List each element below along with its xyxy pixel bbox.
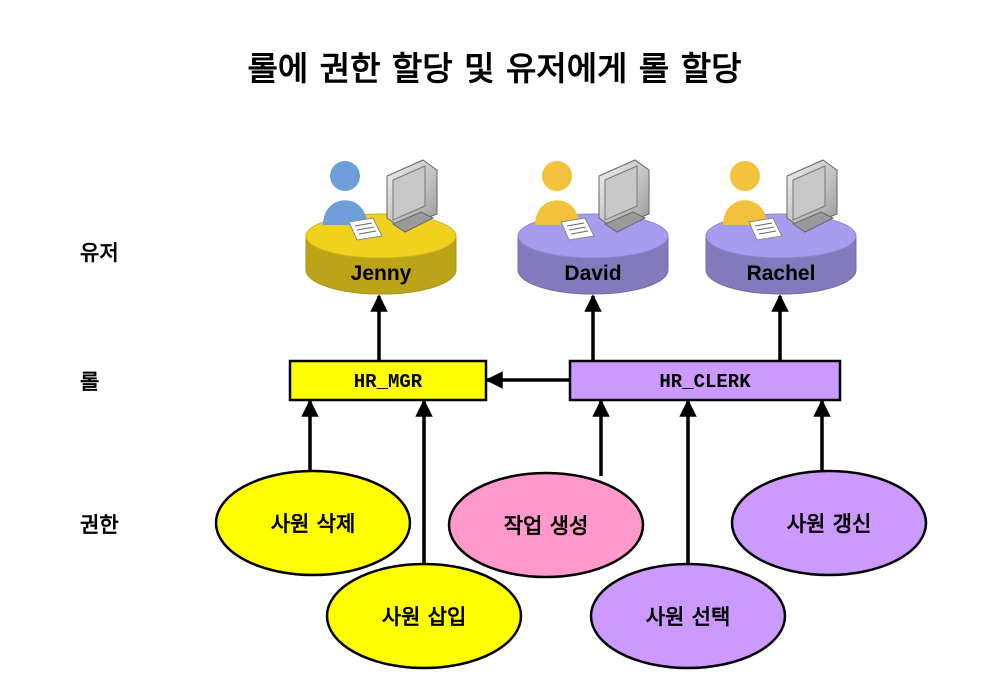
privilege-label: 사원 선택	[646, 605, 731, 629]
person-icon	[723, 200, 767, 225]
person-head-icon	[542, 161, 572, 191]
person-icon	[323, 200, 367, 225]
privilege-label: 사원 삭제	[271, 512, 356, 536]
privilege-label: 사원 갱신	[787, 512, 872, 536]
privilege-update-employee: 사원 갱신	[730, 469, 928, 577]
privilege-insert-employee: 사원 삽입	[325, 562, 523, 670]
computer-monitor-icon	[786, 159, 838, 233]
privilege-label: 작업 생성	[504, 514, 589, 538]
row-label-roles: 롤	[80, 370, 100, 394]
person-head-icon	[730, 161, 760, 191]
user-name-label: Rachel	[747, 262, 816, 285]
row-label-privileges: 권한	[80, 513, 119, 537]
user-jenny: Jenny	[305, 159, 457, 295]
user-name-label: Jenny	[351, 262, 412, 285]
user-david: David	[517, 159, 669, 295]
computer-monitor-icon	[386, 159, 438, 233]
role-label-hr-clerk: HR_CLERK	[659, 371, 751, 393]
role-label-hr-mgr: HR_MGR	[354, 371, 423, 393]
user-name-label: David	[564, 262, 621, 285]
computer-monitor-icon	[598, 159, 650, 233]
row-label-users: 유저	[80, 241, 119, 265]
privilege-create-job: 작업 생성	[447, 471, 645, 579]
role-hr-clerk: HR_CLERK	[568, 359, 842, 402]
user-rachel: Rachel	[705, 159, 857, 295]
privilege-select-employee: 사원 선택	[589, 562, 787, 670]
connectors	[301, 294, 831, 566]
person-icon	[535, 200, 579, 225]
person-head-icon	[330, 161, 360, 191]
page-title: 롤에 권한 할당 및 유저에게 롤 할당	[247, 49, 742, 88]
role-hr-mgr: HR_MGR	[288, 359, 488, 402]
privilege-delete-employee: 사원 삭제	[214, 469, 412, 577]
privilege-label: 사원 삽입	[382, 605, 467, 629]
